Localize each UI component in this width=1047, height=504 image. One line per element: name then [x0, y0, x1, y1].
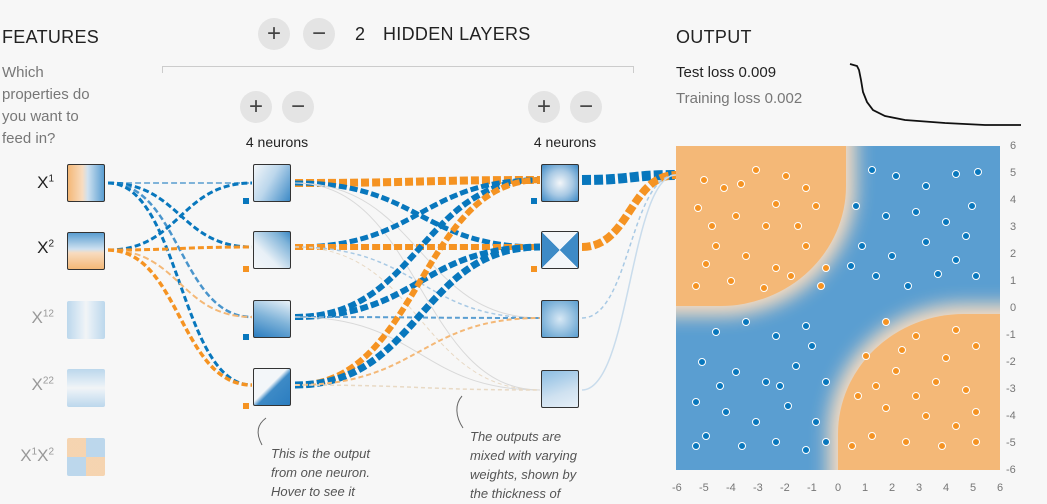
link-x2-h12 — [107, 245, 253, 252]
bias-l1-1[interactable] — [243, 198, 249, 204]
link-h14-h22 — [294, 243, 541, 389]
link-h11-h21 — [294, 176, 541, 187]
feature-x1x2-toggle[interactable] — [67, 438, 105, 476]
x-tick: 1 — [862, 482, 869, 494]
y-tick: 5 — [1010, 167, 1017, 179]
features-title: FEATURES — [2, 27, 100, 47]
x-tick: 0 — [835, 482, 842, 494]
y-tick: 6 — [1010, 140, 1017, 152]
layer2-neurons-label: 4 neurons — [533, 134, 597, 150]
layer-count: 2 — [355, 24, 366, 44]
y-tick: -1 — [1006, 329, 1016, 341]
link-h22-out — [581, 171, 677, 251]
link-h14-h24 — [294, 384, 541, 391]
feature-x1-toggle[interactable] — [67, 164, 105, 202]
neuron-output-note: This is the output from one neuron. Hove… — [271, 446, 371, 499]
y-tick: 2 — [1010, 248, 1017, 260]
y-tick: -3 — [1006, 383, 1016, 395]
feature-label-x1: X1 — [37, 173, 54, 192]
link-h13-h21 — [294, 177, 541, 320]
weights-note: The outputs are mixed with varying weigh… — [470, 429, 577, 501]
features-question: Which properties do you want to feed in? — [2, 64, 90, 147]
neuron-l2-4[interactable] — [541, 370, 579, 408]
link-h21-out — [581, 170, 677, 185]
link-h24-out — [581, 174, 677, 391]
neuron-l1-4[interactable] — [253, 368, 291, 406]
x-tick: 5 — [970, 482, 977, 494]
link-h23-out — [581, 174, 677, 319]
test-loss: Test loss 0.009 — [676, 64, 777, 81]
hidden-layers-title: HIDDEN LAYERS — [383, 24, 531, 44]
weights-note-arrow — [456, 395, 464, 429]
bias-l2-1[interactable] — [531, 198, 537, 204]
neuron-l2-1[interactable] — [541, 164, 579, 202]
bias-l2-2[interactable] — [531, 266, 537, 272]
link-h14-h21 — [294, 177, 541, 388]
x-tick: -4 — [726, 482, 736, 494]
link-h12-h21 — [294, 177, 541, 250]
feature-label-x1x2: X1X2 — [20, 446, 54, 465]
link-h13-h24 — [294, 316, 541, 391]
y-tick: 1 — [1010, 275, 1017, 287]
y-tick: -5 — [1006, 437, 1016, 449]
x-tick: 3 — [916, 482, 923, 494]
link-x2-h11 — [107, 181, 253, 252]
feature-label-x2sq: X22 — [31, 375, 54, 394]
x-tick: -2 — [780, 482, 790, 494]
x-tick: 2 — [889, 482, 896, 494]
layer2-add-neuron-button[interactable]: + — [528, 91, 560, 123]
neuron-note-arrow — [257, 417, 267, 446]
link-x1-h13 — [107, 181, 253, 319]
y-tick: 3 — [1010, 221, 1017, 233]
x-tick: -6 — [672, 482, 682, 494]
link-h14-h23 — [294, 317, 541, 386]
x-tick: -1 — [807, 482, 817, 494]
feature-x2-toggle[interactable] — [67, 232, 105, 270]
y-tick: -6 — [1006, 464, 1016, 476]
feature-label-x1sq: X12 — [31, 308, 54, 327]
x-tick: -5 — [699, 482, 709, 494]
feature-x1sq-toggle[interactable] — [67, 301, 105, 339]
neuron-l1-3[interactable] — [253, 300, 291, 338]
link-x2-h14 — [107, 248, 253, 387]
bias-l1-3[interactable] — [243, 334, 249, 340]
data-points — [692, 166, 982, 454]
layer2-remove-neuron-button[interactable]: − — [570, 91, 602, 123]
bias-l1-2[interactable] — [243, 266, 249, 272]
layer1-add-neuron-button[interactable]: + — [240, 91, 272, 123]
feature-x2sq-toggle[interactable] — [67, 369, 105, 407]
loss-curve — [849, 63, 1021, 126]
link-x2-h13 — [107, 249, 253, 318]
layers-bracket — [162, 66, 634, 73]
add-layer-button[interactable]: + — [258, 18, 290, 50]
x-tick: 4 — [943, 482, 950, 494]
layer1-remove-neuron-button[interactable]: − — [282, 91, 314, 123]
link-h11-h22 — [294, 180, 541, 250]
training-loss: Training loss 0.002 — [676, 90, 803, 107]
y-tick: -2 — [1006, 356, 1016, 368]
decision-boundary-plot[interactable] — [676, 146, 1000, 470]
neuron-l1-1[interactable] — [253, 164, 291, 202]
link-h12-h23 — [294, 246, 541, 319]
y-tick: 4 — [1010, 194, 1017, 206]
neuron-l1-2[interactable] — [253, 231, 291, 269]
output-title: OUTPUT — [676, 27, 752, 47]
y-tick: -4 — [1006, 410, 1016, 422]
y-tick: 0 — [1010, 302, 1017, 314]
x-tick: -3 — [753, 482, 763, 494]
layer1-neurons-label: 4 neurons — [245, 134, 309, 150]
feature-label-x2: X2 — [37, 238, 54, 257]
neuron-l2-2[interactable] — [541, 231, 579, 269]
bias-l1-4[interactable] — [243, 403, 249, 409]
neuron-l2-3[interactable] — [541, 300, 579, 338]
x-tick: 6 — [997, 482, 1004, 494]
remove-layer-button[interactable]: − — [303, 18, 335, 50]
